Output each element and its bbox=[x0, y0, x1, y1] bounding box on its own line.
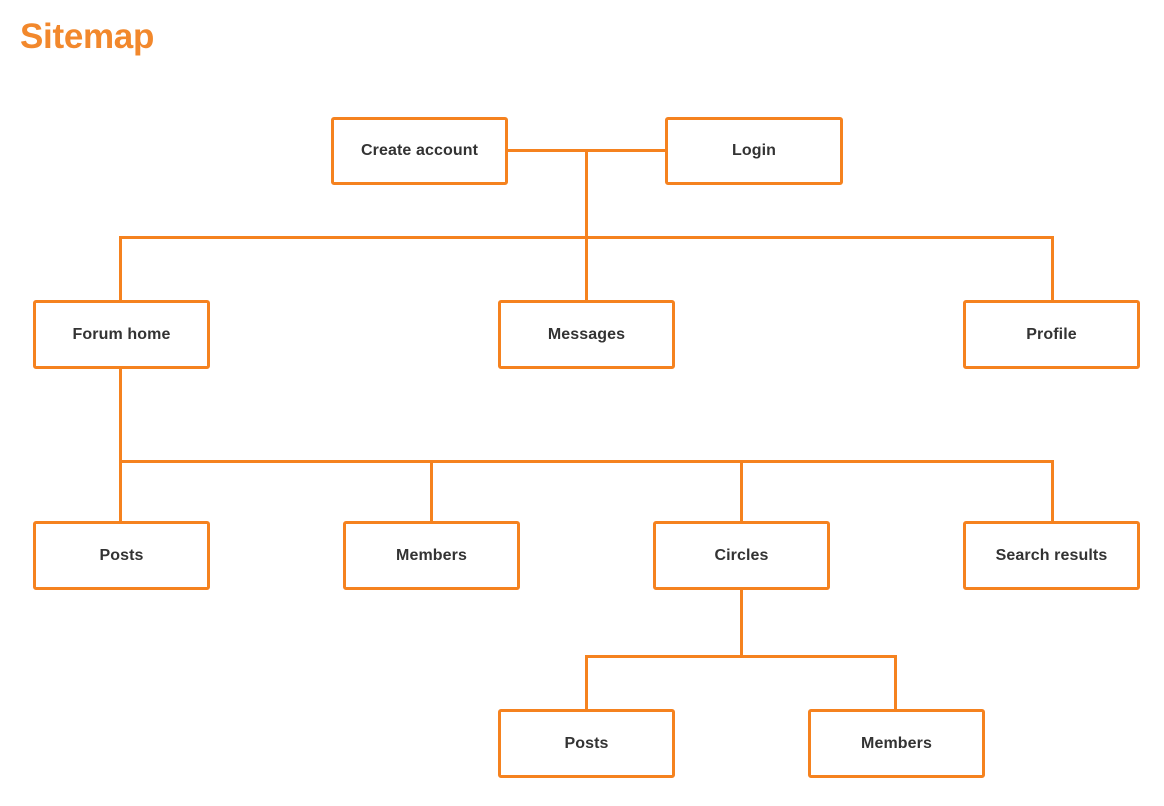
connector-bus2-to-forum-home bbox=[119, 236, 122, 301]
node-circle-members[interactable]: Members bbox=[808, 709, 985, 778]
node-label: Profile bbox=[1026, 325, 1077, 343]
node-login[interactable]: Login bbox=[665, 117, 843, 185]
node-label: Login bbox=[731, 142, 777, 159]
node-label: Messages bbox=[547, 325, 626, 343]
node-create-account[interactable]: Create account bbox=[331, 117, 508, 185]
connector-circles-drop bbox=[740, 589, 743, 656]
node-forum-home[interactable]: Forum home bbox=[33, 300, 210, 369]
connector-bus3-to-posts bbox=[119, 460, 122, 522]
connector-bus4-to-circle-posts bbox=[585, 655, 588, 711]
connector-bus-level-4 bbox=[585, 655, 896, 658]
node-label: Search results bbox=[995, 546, 1108, 564]
node-posts[interactable]: Posts bbox=[33, 521, 210, 590]
node-messages[interactable]: Messages bbox=[498, 300, 675, 369]
node-circle-posts[interactable]: Posts bbox=[498, 709, 675, 778]
node-circles[interactable]: Circles bbox=[653, 521, 830, 590]
page-title: Sitemap bbox=[20, 17, 155, 56]
connector-bus4-to-circle-members bbox=[894, 655, 897, 711]
connector-bus3-to-circles bbox=[740, 460, 743, 522]
node-members[interactable]: Members bbox=[343, 521, 520, 590]
connector-bus-level-3 bbox=[119, 460, 1054, 463]
node-label: Posts bbox=[99, 546, 144, 564]
connector-root-drop bbox=[585, 149, 588, 301]
connector-bus3-to-search-results bbox=[1051, 460, 1054, 522]
node-label: Members bbox=[861, 734, 932, 752]
node-label: Forum home bbox=[72, 325, 171, 343]
node-label: Circles bbox=[714, 546, 769, 564]
connector-bus2-to-profile bbox=[1051, 236, 1054, 301]
connector-forum-home-drop bbox=[119, 368, 122, 463]
node-profile[interactable]: Profile bbox=[963, 300, 1140, 369]
node-search-results[interactable]: Search results bbox=[963, 521, 1140, 590]
node-label: Posts bbox=[564, 734, 609, 752]
node-label: Members bbox=[396, 546, 467, 564]
connector-bus3-to-members bbox=[430, 460, 433, 522]
node-label: Create account bbox=[361, 142, 478, 159]
connector-bus-level-2 bbox=[119, 236, 1054, 239]
